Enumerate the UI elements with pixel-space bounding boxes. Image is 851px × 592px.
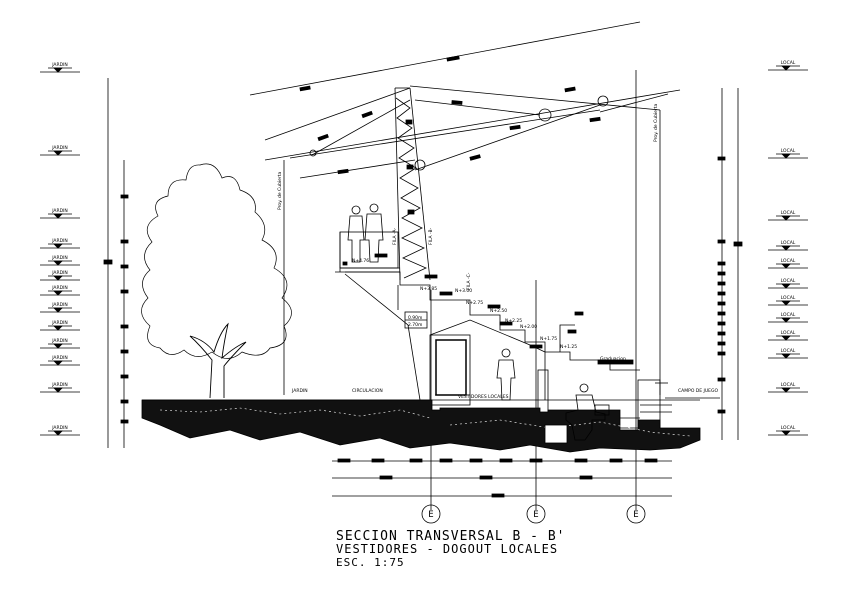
right-dimension-lines (717, 88, 743, 440)
right-level-mark-label: LOCAL (781, 295, 796, 301)
label-proy-right: Proy. de Cubierta (653, 103, 659, 142)
label-vestidores: VESTIDORES LOCALES (458, 394, 509, 400)
right-level-marks: LOCAL LOCAL LOCAL LOCAL LOCAL LOCAL LOCAL LOCAL… (768, 60, 808, 436)
tiered-stands (344, 271, 640, 401)
right-level-mark-label: LOCAL (781, 240, 796, 246)
left-level-mark-label: JARDIN (51, 302, 68, 308)
left-level-mark: JARDIN (40, 285, 80, 296)
right-level-mark-label: LOCAL (781, 258, 796, 264)
label-fila-b: FILA -B- (428, 227, 434, 245)
left-level-mark: JARDIN (40, 62, 80, 73)
label-fila-c: FILA -C- (466, 272, 472, 290)
label-n4: N+2.75 (466, 300, 483, 306)
label-n5: N+2.50 (490, 308, 507, 314)
right-level-mark: LOCAL (768, 312, 808, 323)
left-level-mark-label: JARDIN (51, 145, 68, 151)
label-graduacion: Graduacion (600, 356, 626, 362)
right-level-mark-label: LOCAL (781, 148, 796, 154)
left-level-mark-label: JARDIN (51, 208, 68, 214)
axis-bubble (421, 504, 441, 524)
ground-section (141, 397, 720, 453)
label-n7: N+2.00 (520, 324, 537, 330)
label-fila-a: FILA -A- (392, 227, 398, 245)
label-n8: N+1.75 (540, 336, 557, 342)
axis-bubble-label: E (533, 510, 538, 520)
right-level-mark-label: LOCAL (781, 312, 796, 318)
left-level-mark: JARDIN (40, 208, 80, 219)
section-subtitle: VESTIDORES - DOGOUT LOCALES (336, 542, 559, 556)
right-level-mark: LOCAL (768, 258, 808, 269)
left-level-mark: JARDIN (40, 238, 80, 249)
left-level-mark: JARDIN (40, 382, 80, 393)
label-n3: N+3.00 (455, 288, 472, 294)
right-level-mark: LOCAL (768, 425, 808, 436)
label-jardin: JARDIN (291, 388, 308, 394)
right-level-mark-label: LOCAL (781, 278, 796, 284)
right-level-mark: LOCAL (768, 348, 808, 359)
left-level-mark: JARDIN (40, 302, 80, 313)
left-level-marks: JARDIN JARDIN JARDIN JARDIN JARDIN JARDIN JARD… (40, 62, 80, 436)
bottom-dimension-lines (332, 458, 672, 498)
left-level-mark-label: JARDIN (51, 425, 68, 431)
label-n1: N+4.76 (352, 258, 369, 264)
right-level-mark: LOCAL (768, 240, 808, 251)
roof-dimension-line (249, 21, 641, 96)
press-box (335, 231, 400, 273)
lattice-column (394, 87, 431, 281)
left-level-mark-label: JARDIN (51, 382, 68, 388)
left-level-mark-label: JARDIN (51, 320, 68, 326)
title-block: SECCION TRANSVERSAL B - B' VESTIDORES - … (336, 530, 566, 569)
left-level-mark-label: JARDIN (51, 62, 68, 68)
left-level-mark-label: JARDIN (51, 270, 68, 276)
left-level-mark: JARDIN (40, 270, 80, 281)
tree-outline (141, 163, 292, 399)
left-level-mark: JARDIN (40, 320, 80, 331)
section-title: SECCION TRANSVERSAL B - B' (336, 529, 566, 544)
left-level-mark-label: JARDIN (51, 285, 68, 291)
left-level-mark: JARDIN (40, 255, 80, 266)
left-level-mark: JARDIN (40, 338, 80, 349)
axis-bubble-group (421, 504, 646, 524)
axis-bubble (526, 504, 546, 524)
right-level-mark: LOCAL (768, 295, 808, 306)
label-n9: N+1.25 (560, 344, 577, 350)
right-level-mark: LOCAL (768, 210, 808, 221)
axis-bubble-label: E (428, 510, 433, 520)
roof-truss (264, 85, 681, 179)
label-n6: N+2.25 (505, 318, 522, 324)
label-campo: CAMPO DE JUEGO (678, 388, 718, 394)
label-box2: 2.70m (408, 322, 422, 328)
dressing-room (429, 319, 672, 441)
people-figures (347, 203, 610, 441)
right-level-mark: LOCAL (768, 148, 808, 159)
right-level-mark: LOCAL (768, 382, 808, 393)
left-level-mark-label: JARDIN (51, 355, 68, 361)
left-dimension-lines (103, 78, 129, 448)
left-level-mark-label: JARDIN (51, 238, 68, 244)
right-level-mark-label: LOCAL (781, 330, 796, 336)
axis-bubble-labels: E E E (428, 510, 638, 520)
right-level-mark: LOCAL (768, 330, 808, 341)
right-level-mark: LOCAL (768, 60, 808, 71)
label-proy-left: Proy. de Cubierta (277, 171, 283, 210)
left-level-mark-label: JARDIN (51, 338, 68, 344)
right-level-mark-label: LOCAL (781, 348, 796, 354)
label-n2: N+3.85 (420, 286, 437, 292)
label-circulacion: CIRCULACION (352, 388, 383, 394)
label-box1: 0.90m (408, 315, 422, 321)
left-level-mark: JARDIN (40, 355, 80, 366)
annotation-labels: JARDIN CIRCULACION VESTIDORES LOCALES CA… (277, 103, 718, 400)
right-level-mark-label: LOCAL (781, 60, 796, 66)
left-level-mark-label: JARDIN (51, 255, 68, 261)
right-level-mark-label: LOCAL (781, 425, 796, 431)
section-scale: ESC. 1:75 (336, 556, 405, 569)
axis-bubble-label: E (633, 510, 638, 520)
axis-bubble (626, 504, 646, 524)
right-level-mark: LOCAL (768, 278, 808, 289)
right-level-mark-label: LOCAL (781, 210, 796, 216)
right-level-mark-label: LOCAL (781, 382, 796, 388)
left-level-mark: JARDIN (40, 425, 80, 436)
left-level-mark: JARDIN (40, 145, 80, 156)
